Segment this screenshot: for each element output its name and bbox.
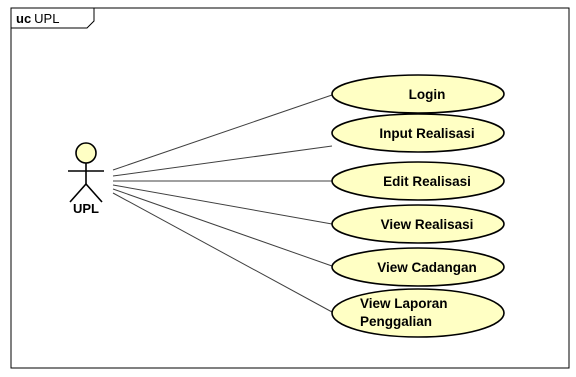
actor-name: UPL xyxy=(73,201,99,216)
use-case-ellipse xyxy=(331,204,505,244)
use-case-ellipse xyxy=(331,288,505,338)
use-case-edit-realisasi[interactable]: Edit Realisasi xyxy=(331,161,505,201)
use-case-login[interactable]: Login xyxy=(331,74,505,114)
use-case-view-cadangan[interactable]: View Cadangan xyxy=(331,247,505,287)
use-case-ellipse xyxy=(331,161,505,201)
frame-name: UPL xyxy=(34,11,59,26)
use-case-label: View Realisasi xyxy=(381,217,474,232)
actor-head xyxy=(75,142,97,164)
actor-left-leg xyxy=(69,183,87,203)
association-view-realisasi[interactable] xyxy=(112,184,333,225)
use-case-ellipse xyxy=(331,74,505,114)
use-case-label: Edit Realisasi xyxy=(383,174,471,189)
frame-keyword: uc xyxy=(16,11,31,26)
use-cases: Login Input Realisasi Edit Realisasi Vie… xyxy=(331,74,505,338)
associations xyxy=(112,94,333,313)
use-case-view-laporan-penggalian[interactable]: View Laporan Penggalian xyxy=(331,288,505,338)
association-input-realisasi[interactable] xyxy=(112,145,333,177)
use-case-label: View Laporan xyxy=(360,296,448,311)
actor-right-leg xyxy=(85,183,103,203)
use-case-label: View Cadangan xyxy=(377,260,477,275)
use-case-input-realisasi[interactable]: Input Realisasi xyxy=(331,113,505,153)
association-login[interactable] xyxy=(112,94,333,171)
use-case-label-line-2: Penggalian xyxy=(360,314,432,329)
actor-upl[interactable] xyxy=(68,142,104,203)
use-case-ellipse xyxy=(331,113,505,153)
use-case-label: Input Realisasi xyxy=(379,126,474,141)
use-case-label: Login xyxy=(409,87,446,102)
frame-name-tab xyxy=(11,8,95,29)
association-view-cadangan[interactable] xyxy=(112,188,333,267)
association-view-laporan-penggalian[interactable] xyxy=(112,192,333,313)
use-case-ellipse xyxy=(331,247,505,287)
use-case-view-realisasi[interactable]: View Realisasi xyxy=(331,204,505,244)
